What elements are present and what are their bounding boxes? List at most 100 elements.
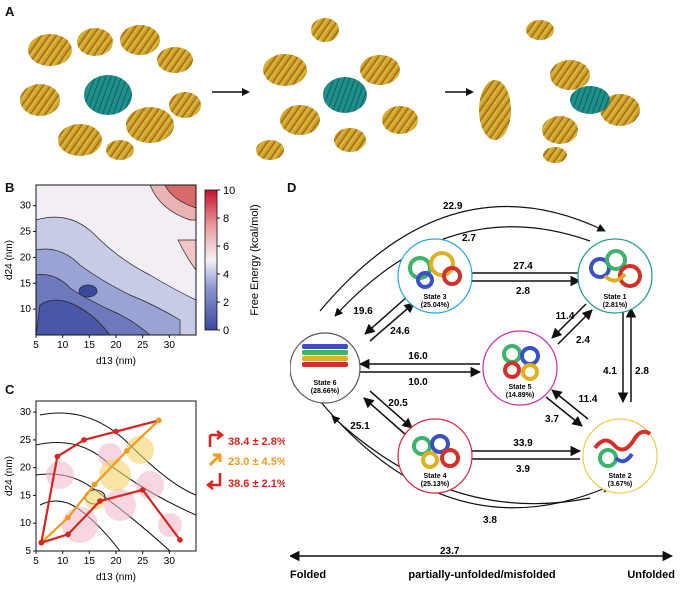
x-tick-label: 30 bbox=[164, 556, 176, 567]
state-6-pct: (28.66%) bbox=[311, 388, 339, 395]
state-node-5: State 5 (14.89%) bbox=[482, 330, 558, 406]
state-4-name: State 4 bbox=[424, 473, 447, 480]
arc-s6-s1-outer bbox=[319, 205, 606, 312]
pathway-series bbox=[38, 417, 183, 546]
rate-s5-s1: 2.4 bbox=[576, 335, 590, 346]
y-tick-label: 30 bbox=[20, 407, 32, 418]
pathway-point bbox=[139, 487, 146, 493]
rate-s5-s2: 3.7 bbox=[545, 414, 559, 425]
x-tick-label: 30 bbox=[164, 340, 176, 351]
rate-s2-s4: 33.9 bbox=[513, 438, 533, 449]
panel-letter-c: C bbox=[5, 382, 15, 397]
pathway-point bbox=[81, 437, 87, 443]
rate-s6-s1: 2.7 bbox=[462, 233, 476, 244]
state-node-2: State 2 (3.67%) bbox=[582, 418, 658, 494]
heatmap-ylabel: d24 (nm) bbox=[4, 240, 15, 280]
pathway-diagonal-arrow-icon bbox=[208, 453, 222, 467]
state-node-6: State 6 (28.66%) bbox=[290, 332, 361, 404]
x-tick-label: 5 bbox=[33, 556, 39, 567]
colorbar-tick-label: 4 bbox=[223, 269, 229, 281]
x-tick-label: 25 bbox=[137, 556, 149, 567]
rate-s2-s5: 11.4 bbox=[579, 394, 598, 405]
pathway-legend-3: 38.6 ± 2.1% bbox=[228, 478, 285, 490]
state-6-name: State 6 bbox=[314, 380, 337, 387]
colorbar-tick-label: 0 bbox=[223, 325, 229, 337]
panel-d-network: 22.9 2.7 3.8 23.7 27.4 2.8 19.6 24.6 11.… bbox=[290, 201, 675, 581]
colorbar bbox=[204, 189, 218, 331]
state-node-3: State 3 (25.04%) bbox=[397, 238, 473, 314]
colorbar-tick-label: 8 bbox=[223, 213, 229, 225]
rate-s3-s6: 19.6 bbox=[353, 306, 373, 317]
rate-s1-s2: 4.1 bbox=[603, 366, 617, 377]
snapshot-3 bbox=[479, 20, 640, 163]
pathway-point bbox=[97, 498, 103, 504]
snapshot-arrows bbox=[212, 88, 474, 96]
pathway-legend-1: 38.4 ± 2.8% bbox=[228, 436, 285, 448]
pathway-point bbox=[123, 448, 130, 454]
y-tick-label: 20 bbox=[20, 252, 32, 263]
pathway-point bbox=[177, 537, 183, 543]
state-2-pct: (3.67%) bbox=[608, 481, 633, 488]
pathway-point bbox=[65, 531, 71, 538]
panel-letter-d: D bbox=[287, 180, 297, 195]
state-5-pct: (14.89%) bbox=[506, 392, 534, 399]
rate-s3-s1: 2.8 bbox=[516, 286, 530, 297]
heatmap-xlabel: d13 (nm) bbox=[96, 356, 136, 367]
panel-letter-b: B bbox=[5, 180, 15, 195]
pathway-point bbox=[65, 514, 71, 521]
heatmap-field bbox=[36, 185, 196, 335]
rate-s1-s6: 22.9 bbox=[443, 201, 463, 212]
state-3-pct: (25.04%) bbox=[421, 302, 449, 309]
rate-s2-s1: 2.8 bbox=[635, 366, 649, 377]
pathway-point bbox=[38, 539, 45, 546]
pathway-legend-2: 23.0 ± 4.5% bbox=[228, 456, 285, 468]
colorbar-tick-label: 2 bbox=[223, 297, 229, 309]
state-5-name: State 5 bbox=[509, 384, 532, 391]
pathway-point bbox=[113, 428, 119, 435]
pathway-ylabel: d24 (nm) bbox=[4, 456, 15, 496]
x-tick-label: 15 bbox=[84, 340, 96, 351]
y-tick-label: 30 bbox=[20, 201, 32, 212]
rate-s5-s6: 16.0 bbox=[408, 351, 428, 362]
pathway-point bbox=[91, 481, 98, 488]
axis-folded-label: Folded bbox=[290, 569, 326, 581]
state-2-name: State 2 bbox=[609, 473, 632, 480]
pathway-down-arrow-icon bbox=[205, 473, 222, 490]
pathway-point bbox=[54, 453, 61, 460]
y-tick-label: 25 bbox=[20, 227, 32, 238]
rate-s6-s2: 3.8 bbox=[483, 515, 497, 526]
x-tick-label: 10 bbox=[57, 340, 69, 351]
state-1-pct: (2.81%) bbox=[603, 302, 628, 309]
x-tick-label: 10 bbox=[57, 556, 69, 567]
snapshot-1 bbox=[20, 25, 201, 160]
state-node-4: State 4 (25.13%) bbox=[397, 418, 473, 494]
pathway-point bbox=[155, 417, 162, 424]
rate-s6-s3: 24.6 bbox=[390, 326, 410, 337]
state-4-pct: (25.13%) bbox=[421, 481, 449, 488]
pathway-xlabel: d13 (nm) bbox=[96, 572, 136, 583]
arc-s2-s6-outer bbox=[319, 400, 611, 509]
pathway-up-arrow-icon bbox=[208, 430, 225, 447]
snapshot-2 bbox=[256, 18, 418, 160]
colorbar-tick-label: 6 bbox=[223, 241, 229, 253]
y-tick-label: 15 bbox=[20, 490, 32, 501]
arc-s1-s6-inner bbox=[334, 226, 591, 317]
arc-s6-s2-inner bbox=[331, 415, 591, 505]
colorbar-label: Free Energy (kcal/mol) bbox=[249, 204, 261, 315]
pathway-legend: 38.4 ± 2.8% 23.0 ± 4.5% 38.6 ± 2.1% bbox=[205, 430, 285, 490]
y-tick-label: 20 bbox=[20, 463, 32, 474]
state-node-1: State 1 (2.81%) bbox=[577, 238, 653, 314]
x-tick-label: 20 bbox=[110, 556, 122, 567]
state-3-name: State 3 bbox=[424, 294, 447, 301]
y-tick-label: 10 bbox=[20, 518, 32, 529]
x-tick-label: 5 bbox=[33, 340, 39, 351]
x-tick-label: 25 bbox=[137, 340, 149, 351]
rate-s6-s5: 10.0 bbox=[408, 377, 428, 388]
y-tick-label: 5 bbox=[25, 546, 31, 557]
